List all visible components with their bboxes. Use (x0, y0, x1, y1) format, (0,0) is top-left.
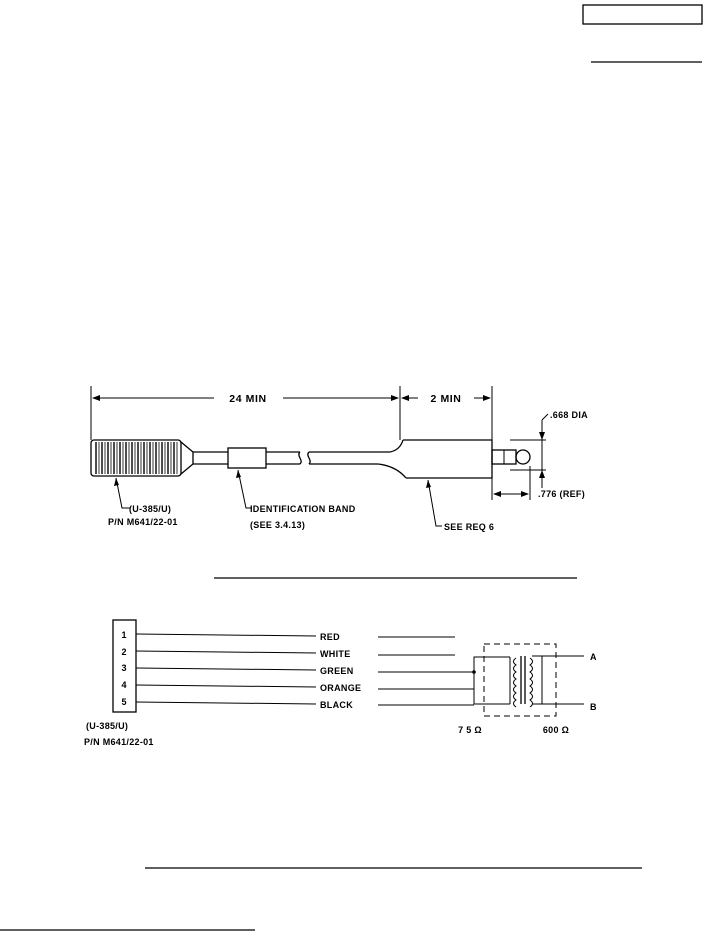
junction-dot (472, 670, 476, 674)
wire-orange-cont (378, 688, 510, 705)
header-box (582, 4, 703, 25)
output-b-label: B (590, 702, 597, 712)
arrow-head (92, 395, 100, 401)
arrow-head (401, 395, 409, 401)
band-label: IDENTIFICATION BAND (250, 504, 356, 514)
req-leader (427, 479, 442, 527)
wire-label-white: WHITE (320, 649, 351, 659)
primary-ohms: 7 5 Ω (458, 725, 482, 735)
wire-green (135, 667, 317, 671)
identification-band (227, 447, 267, 469)
connector-taper (180, 441, 194, 475)
wire-label-orange: ORANGE (320, 683, 361, 693)
output-a-label: A (590, 652, 597, 662)
wiring-schematic: 1 2 3 4 5 RED WHITE GREEN ORANGE BLACK (84, 619, 597, 747)
pin-3: 3 (121, 663, 126, 673)
schematic-connector-part: P/N M641/22-01 (84, 737, 154, 747)
wire-white (135, 650, 317, 654)
connector-block (112, 619, 137, 713)
arrow-head (521, 491, 529, 497)
length-label: 24 MIN (229, 393, 266, 405)
ref-label: .776 (REF) (538, 489, 585, 499)
arrow-head (483, 395, 491, 401)
wire-red (135, 633, 317, 637)
arrow-head (391, 395, 399, 401)
primary-coil (513, 657, 517, 708)
dia-leader (541, 413, 549, 421)
pin-4: 4 (121, 680, 126, 690)
break-mark (298, 451, 302, 465)
secondary-ohms: 600 Ω (543, 725, 569, 735)
req-label: SEE REQ 6 (444, 522, 494, 532)
secondary-coil (529, 657, 533, 708)
pin-5: 5 (121, 697, 126, 707)
arrow-head (426, 480, 431, 488)
arrow-head (114, 478, 119, 486)
band-leader (237, 469, 252, 509)
arrow-head (539, 432, 545, 440)
connector-label: (U-385/U) (129, 504, 171, 514)
connector-part: P/N M641/22-01 (108, 517, 178, 527)
tip-dia-label: .668 DIA (550, 410, 588, 420)
wire-label-green: GREEN (320, 666, 354, 676)
wire-label-black: BLACK (320, 700, 353, 710)
wire-green-cont (378, 656, 510, 673)
band-ref: (SEE 3.4.13) (250, 520, 305, 530)
connector-hatching (95, 442, 178, 474)
connector-body (90, 439, 182, 477)
cable-assembly: 24 MIN 2 MIN (90, 386, 588, 532)
arrow-head (493, 491, 501, 497)
arrow-head (539, 470, 545, 478)
pin-1: 1 (121, 630, 126, 640)
plug-body (403, 439, 493, 479)
pin-2: 2 (121, 647, 126, 657)
wire-label-red: RED (320, 632, 340, 642)
schematic-connector-label: (U-385/U) (86, 721, 128, 731)
transformer-box (483, 643, 557, 717)
wire-black (135, 701, 317, 705)
plug-shoulder (389, 439, 404, 453)
break-mark (307, 451, 311, 465)
plug-shoulder (377, 463, 407, 479)
plug-length-label: 2 MIN (430, 393, 461, 405)
arrow-head (236, 470, 241, 478)
wire-orange (135, 684, 317, 688)
connector-leader (115, 477, 130, 509)
plug-tip (515, 449, 531, 465)
